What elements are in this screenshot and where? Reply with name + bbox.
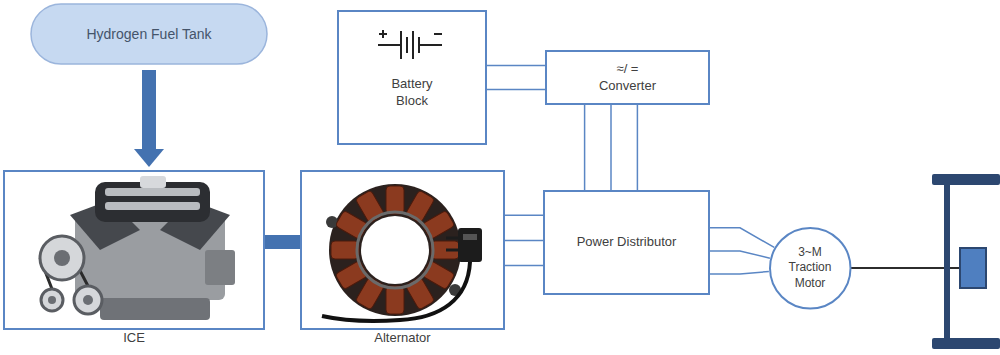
battery-symbol: [434, 33, 442, 35]
stator-illustration: [446, 238, 460, 250]
stator-illustration: [331, 241, 359, 259]
node-label: Converter: [599, 78, 656, 95]
text-holder: Alternator: [282, 330, 523, 347]
engine-illustration: [41, 289, 63, 311]
axle-illustration: [960, 248, 986, 288]
battery-symbol: [378, 44, 401, 46]
engine-illustration: [74, 286, 102, 314]
text-holder: ICE: [0, 330, 283, 347]
connector-line: [505, 265, 543, 267]
fuel-tank: Hydrogen Fuel Tank: [30, 3, 268, 65]
traction-motor: 3~M Traction Motor: [769, 227, 852, 310]
connector-line: [584, 105, 586, 190]
connector-line: [487, 89, 545, 91]
battery-block: Battery Block: [337, 10, 487, 145]
connector-line: [710, 228, 774, 248]
engine-illustration: [40, 176, 235, 320]
stator-illustration: [386, 286, 404, 314]
axle-illustration: [850, 267, 960, 269]
stator-illustration: [326, 216, 338, 228]
text-holder: Battery Block: [339, 12, 485, 143]
battery-symbol: [378, 30, 442, 59]
text-holder: Hydrogen Fuel Tank: [30, 3, 268, 65]
connector-line: [505, 214, 543, 216]
engine-illustration: [48, 296, 56, 304]
stator-illustration: [361, 216, 429, 284]
battery-symbol: [400, 31, 402, 59]
text-holder: 3~M Traction Motor: [769, 227, 852, 310]
stator-illustration: [355, 277, 385, 310]
circle-outline: [770, 228, 851, 309]
stator-illustration: [405, 277, 435, 310]
axle-illustration: [850, 174, 1000, 349]
stator-illustration: [355, 190, 385, 223]
connector-line: [637, 105, 639, 190]
power-shaft-connector: [142, 70, 156, 149]
pill-outline: [31, 4, 267, 64]
axle-illustration: [944, 182, 950, 342]
node-label: Alternator: [374, 330, 430, 347]
stator-illustration: [422, 210, 455, 240]
stator-illustration: [335, 210, 368, 240]
engine-illustration: [54, 250, 70, 266]
connector-line: [710, 272, 769, 274]
converter-box: ≈/ =Converter: [545, 50, 710, 105]
stator-illustration: [458, 228, 482, 262]
node-label: ≈/ =: [617, 61, 639, 78]
connector-line: [710, 251, 770, 258]
axle-illustration: [932, 338, 1000, 349]
engine-illustration: [100, 298, 210, 320]
engine-illustration: [40, 236, 84, 280]
battery-symbol: [412, 31, 414, 59]
text-holder: Power Distributor: [545, 192, 708, 293]
battery-symbol: [379, 30, 387, 38]
text-holder: ≈/ =Converter: [547, 52, 708, 103]
axle-illustration: [932, 174, 1000, 185]
connector-line: [610, 105, 612, 190]
node-label: Power Distributor: [577, 234, 677, 251]
engine-illustration: [40, 236, 88, 289]
stator-illustration: [357, 212, 433, 288]
power-shaft-connector: [265, 235, 300, 249]
engine-illustration: [105, 202, 200, 210]
battery-symbol: [406, 37, 408, 53]
stator-illustration: [335, 260, 368, 290]
node-label: ICE: [123, 330, 145, 347]
stator-illustration: [463, 234, 477, 240]
stator-illustration: [386, 186, 404, 214]
node-label: 3~M Traction Motor: [781, 245, 839, 292]
engine-illustration: [83, 295, 93, 305]
engine-illustration: [140, 176, 166, 188]
battery-symbol: [419, 44, 442, 46]
stator-illustration: [322, 262, 470, 321]
power-distributor-box: Power Distributor: [543, 190, 710, 295]
connector-line: [487, 65, 545, 67]
connector-line: [505, 240, 543, 242]
stator-illustration: [405, 190, 435, 223]
alternator-box: Alternator: [300, 170, 505, 330]
engine-box: ICE: [3, 170, 265, 330]
stator-illustration: [329, 184, 461, 316]
node-label: Battery Block: [377, 76, 447, 110]
node-label: Hydrogen Fuel Tank: [86, 25, 211, 43]
engine-illustration: [105, 188, 200, 196]
stator-illustration: [322, 184, 482, 321]
stator-illustration: [422, 260, 455, 290]
engine-illustration: [205, 250, 235, 285]
